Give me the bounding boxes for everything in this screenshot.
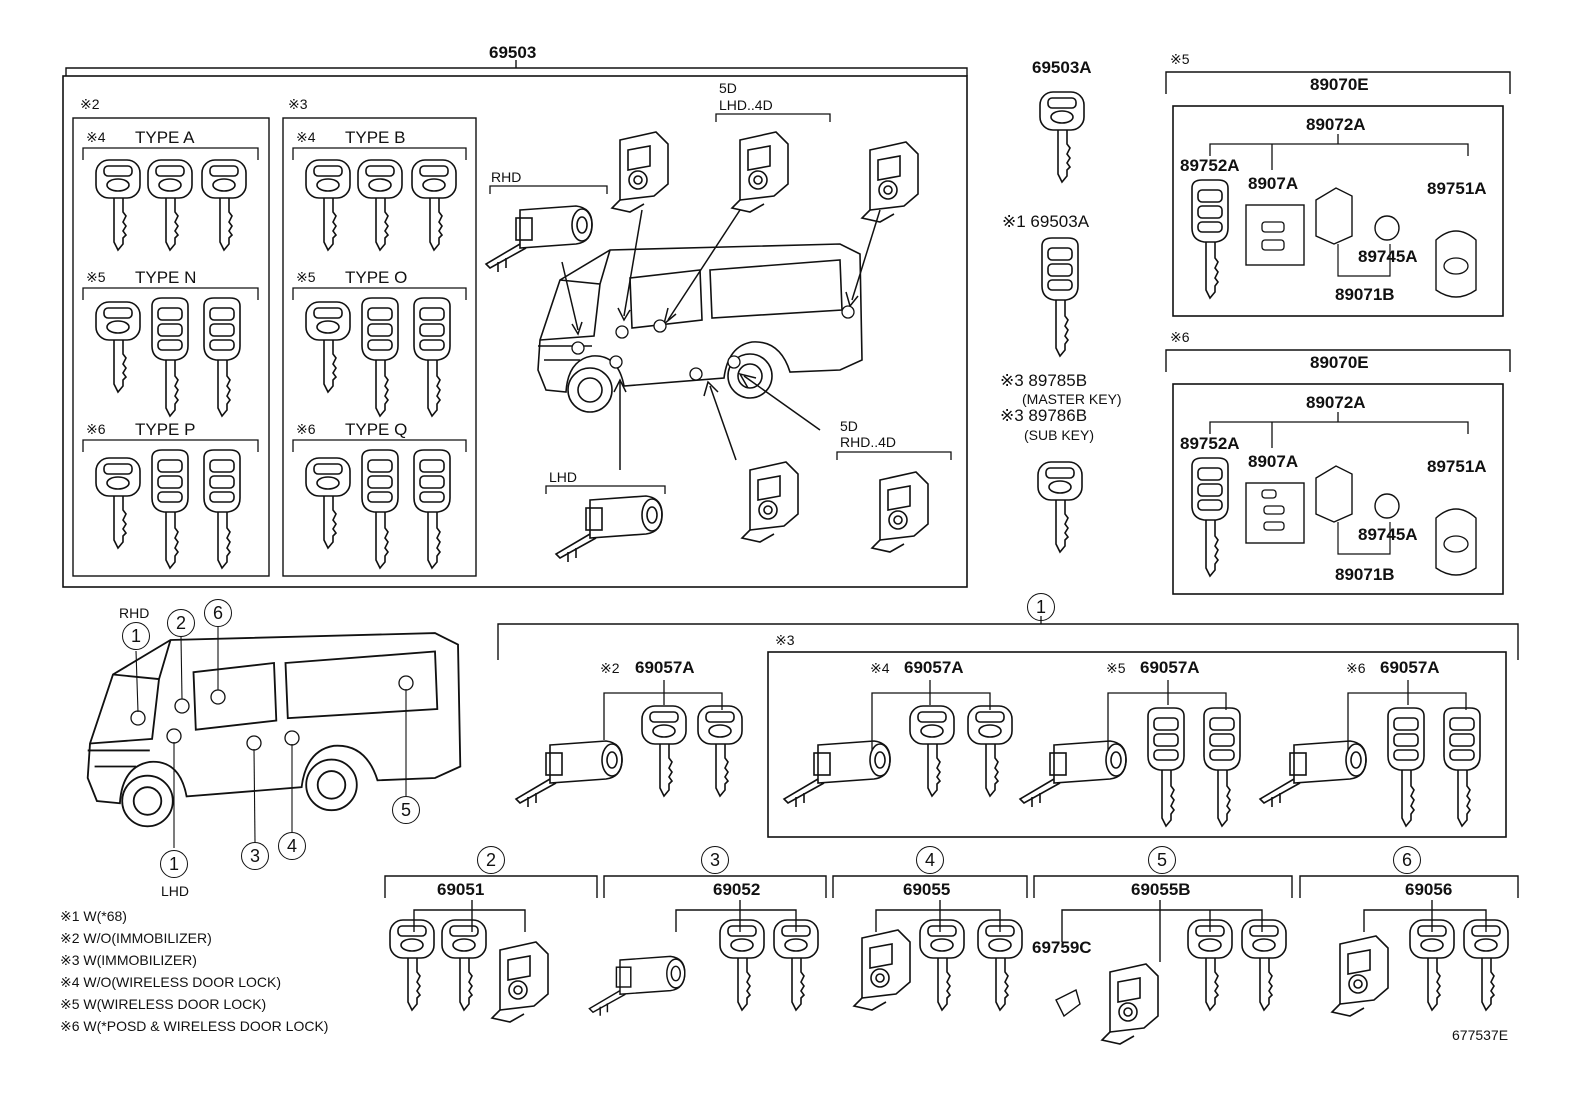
cyl-1-part: 69057A: [635, 658, 695, 677]
type-q-label: TYPE Q: [345, 420, 408, 439]
note-2: ※2 W/O(IMMOBILIZER): [60, 930, 212, 946]
cyl-2-mark: ※4: [870, 660, 890, 676]
rhd-4d-bottom-label: RHD..4D: [840, 434, 897, 450]
section-1-callout: 1: [1027, 593, 1055, 621]
remote-top-plate: 8907A: [1248, 174, 1299, 193]
remote-bottom-plate: 8907A: [1248, 452, 1299, 471]
lhd-4d-bottom-label: LHD..4D: [719, 97, 773, 113]
part-69055: 69055: [903, 880, 951, 899]
callout-1-bottom: 1: [160, 850, 188, 878]
remote-bottom-mark: ※6: [1170, 329, 1190, 345]
remote-top-case: 89071B: [1335, 285, 1395, 304]
cyl-3-part: 69057A: [1140, 658, 1200, 677]
part-69056: 69056: [1405, 880, 1453, 899]
sub-key-label: ※3 89786B: [1000, 406, 1088, 425]
type-p-label: TYPE P: [135, 420, 196, 439]
lhd-4d-top-label: 5D: [719, 80, 737, 96]
type-n-mark: ※5: [86, 269, 106, 285]
note-6: ※6 W(*POSD & WIRELESS DOOR LOCK): [60, 1018, 329, 1034]
type-o-mark: ※5: [296, 269, 316, 285]
part-69052: 69052: [713, 880, 761, 899]
bottom-callout-6: 6: [1393, 846, 1421, 874]
bottom-callout-2: 2: [477, 846, 505, 874]
remote-top-sub: 89072A: [1306, 115, 1366, 134]
van-lhd-label: LHD: [161, 883, 190, 899]
note-5: ※5 W(WIRELESS DOOR LOCK): [60, 996, 267, 1012]
remote-bottom-transmitter: 89751A: [1427, 457, 1487, 476]
remote-top-mark: ※5: [1170, 51, 1190, 67]
type-b-label: TYPE B: [345, 128, 406, 147]
part-69759c: 69759C: [1032, 938, 1092, 957]
callout-5: 5: [392, 796, 420, 824]
remote-bottom-case: 89071B: [1335, 565, 1395, 584]
note-4: ※4 W/O(WIRELESS DOOR LOCK): [60, 974, 281, 990]
remote-top-battery: 89745A: [1358, 247, 1418, 266]
callout-3: 3: [241, 842, 269, 870]
lhd-label: LHD: [549, 469, 578, 485]
remote-bottom-battery: 89745A: [1358, 525, 1418, 544]
remote-top-transmitter: 89751A: [1427, 179, 1487, 198]
remote-bottom-sub: 89072A: [1306, 393, 1366, 412]
sub-key-note: (SUB KEY): [1024, 427, 1095, 443]
bottom-callout-5: 5: [1148, 846, 1176, 874]
type-n-label: TYPE N: [135, 268, 197, 287]
cyl-2-part: 69057A: [904, 658, 964, 677]
key-69503a-label: 69503A: [1032, 58, 1092, 77]
master-key-note: (MASTER KEY): [1022, 391, 1122, 407]
remote-top-assy: 89070E: [1310, 75, 1369, 94]
rhd-4d-top-label: 5D: [840, 418, 858, 434]
main-assembly-label: 69503: [489, 43, 537, 62]
rhd-label: RHD: [491, 169, 522, 185]
group2-mark: ※2: [80, 96, 100, 112]
cyl-4-part: 69057A: [1380, 658, 1440, 677]
bottom-callout-4: 4: [916, 846, 944, 874]
callout-6: 6: [204, 599, 232, 627]
callout-1-top: 1: [122, 622, 150, 650]
bottom-callout-3: 3: [701, 846, 729, 874]
callout-2: 2: [167, 609, 195, 637]
type-a-label: TYPE A: [135, 128, 195, 147]
type-p-mark: ※6: [86, 421, 106, 437]
cyl-1-mark: ※2: [600, 660, 620, 676]
type-a-mark: ※4: [86, 129, 106, 145]
note-1: ※1 W(*68): [60, 908, 127, 924]
cyl-4-mark: ※6: [1346, 660, 1366, 676]
type-q-mark: ※6: [296, 421, 316, 437]
type-o-label: TYPE O: [345, 268, 408, 287]
remote-bottom-key: 89752A: [1180, 434, 1240, 453]
group3-mark: ※3: [288, 96, 308, 112]
type-b-mark: ※4: [296, 129, 316, 145]
cyl-group-mark: ※3: [775, 632, 795, 648]
cyl-3-mark: ※5: [1106, 660, 1126, 676]
part-69051: 69051: [437, 880, 485, 899]
van-rhd-label: RHD: [119, 605, 150, 621]
key-69503a-w1-label: ※1 69503A: [1002, 212, 1090, 231]
part-69055b: 69055B: [1131, 880, 1191, 899]
master-key-label: ※3 89785B: [1000, 371, 1088, 390]
remote-top-key: 89752A: [1180, 156, 1240, 175]
remote-bottom-assy: 89070E: [1310, 353, 1369, 372]
note-3: ※3 W(IMMOBILIZER): [60, 952, 197, 968]
drawing-number: 677537E: [1452, 1027, 1509, 1043]
callout-4: 4: [278, 832, 306, 860]
